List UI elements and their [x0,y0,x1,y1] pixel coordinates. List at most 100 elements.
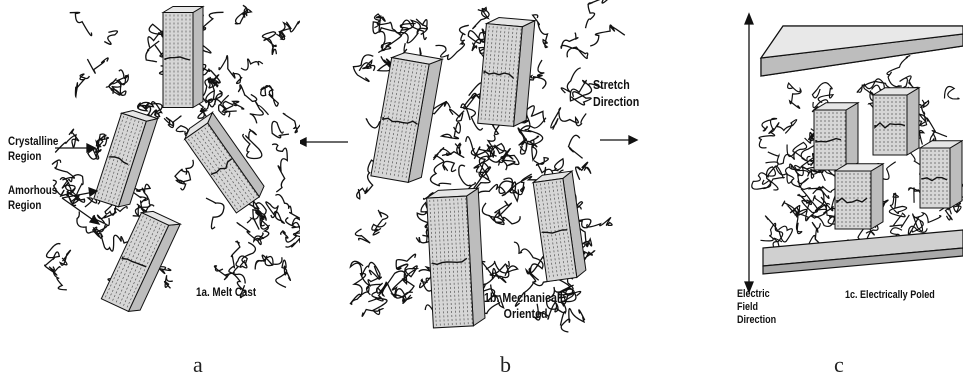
polymer-chain [576,162,591,180]
subfigure-label-a: a [193,352,203,378]
polymer-chain [93,207,127,224]
crystalline-region-label: Crystalline Region [8,134,58,164]
polymer-chain [460,25,469,41]
polymer-chain [762,166,784,190]
polymer-chain [567,47,588,58]
polymer-chain [243,129,262,159]
stretch-direction-label: Stretch Direction [593,76,639,110]
crystalline-lamella [835,164,883,229]
polymer-chain [812,83,833,103]
polymer-chain [223,101,244,110]
polymer-chain [945,86,960,98]
polymer-chain [450,109,465,121]
polymer-chain [373,22,391,50]
panel-a: Crystalline Region Amorhous Region 1a. M… [0,0,300,340]
polymer-chain [55,129,79,152]
polymer-chain [237,223,264,245]
polymer-chain [769,120,797,134]
polymer-chain [229,241,240,273]
polymer-chain [788,83,802,108]
label-line: Direction [737,314,776,327]
panel-b-caption: 1b. Mechanically Oriented [484,290,569,322]
polymer-chain [235,5,251,24]
polymer-chain [436,42,465,60]
arrow-right-head [629,136,637,144]
polymer-chain [164,116,181,127]
subfigure-label-c: c [834,352,844,378]
crystalline-lamella [532,171,586,282]
polymer-chain [355,229,370,243]
polymer-chain [201,12,223,30]
crystalline-lamella [920,141,962,208]
label-line: Region [8,149,58,164]
crystalline-lamella [181,112,267,212]
polymer-chain [398,264,418,280]
label-line: Region [8,198,57,213]
polymer-chain [206,198,224,229]
polymer-chain [889,193,906,217]
polymer-chain [283,113,300,132]
bottom-electrode-plate [763,230,963,274]
polymer-chain [272,144,287,192]
polymer-chain [70,12,92,35]
polymer-chain [533,15,548,48]
polymer-chain [75,74,89,97]
crystalline-lamellae-c [814,88,962,229]
crystalline-lamella [814,103,858,170]
crystalline-lamella [94,107,158,209]
polymer-chain [54,267,67,290]
crystalline-lamella [163,7,203,108]
polymer-chain [240,242,255,267]
amorphous-region-label: Amorhous Region [8,183,57,213]
polymer-chain [146,41,159,62]
polymer-chain [87,58,108,73]
polymer-chain [586,0,617,28]
label-line: Oriented [484,306,569,322]
polymer-chain [569,135,583,158]
label-line: 1b. Mechanically [484,290,569,306]
electric-field-arrow [745,14,753,292]
panel-b-drawing [300,0,650,340]
polymer-chain [561,68,580,93]
polymer-chain [921,100,929,107]
polymer-chain [261,86,279,107]
panel-b: Stretch Direction 1b. Mechanically Orien… [300,0,650,340]
polymer-chain [759,132,775,148]
polymer-chain [255,255,282,269]
electric-field-direction-label: Electric Field Direction [737,288,776,327]
polymer-chain [250,101,269,123]
arrow-left-head [300,138,306,146]
panel-c-caption: 1c. Electrically Poled [845,288,935,303]
polymer-chain [477,181,513,200]
label-line: Stretch [593,76,639,93]
crystalline-lamellae-a [94,7,268,316]
arrow-up-head [745,14,753,24]
polymer-chain [551,108,586,130]
label-line: Field [737,301,776,314]
polymer-chain [239,85,257,102]
panel-c: Electric Field Direction 1c. Electricall… [735,0,963,340]
polymer-chain [442,122,461,138]
label-line: Direction [593,93,639,110]
top-electrode-plate [761,26,963,76]
polymer-chain [446,143,463,158]
polymer-chain [913,213,941,231]
polymer-chain [272,121,289,137]
polymer-chain [561,33,578,49]
polymer-chain [443,161,456,171]
polymer-chain [375,210,388,232]
label-line: Amorhous [8,183,57,198]
crystalline-lamella [101,207,180,315]
polymer-chain [433,148,451,160]
polymer-chain [266,202,284,223]
polymer-chain [45,244,61,276]
polymer-chain [219,105,237,117]
label-line: Crystalline [8,134,58,149]
panel-a-caption: 1a. Melt Cast [196,285,256,300]
region-pointer-arrows [55,144,99,224]
crystalline-lamella [478,16,535,127]
polymer-chain [165,275,173,288]
polymer-chain [552,159,563,171]
polymer-chain [459,165,471,185]
polymer-chain [890,215,909,227]
